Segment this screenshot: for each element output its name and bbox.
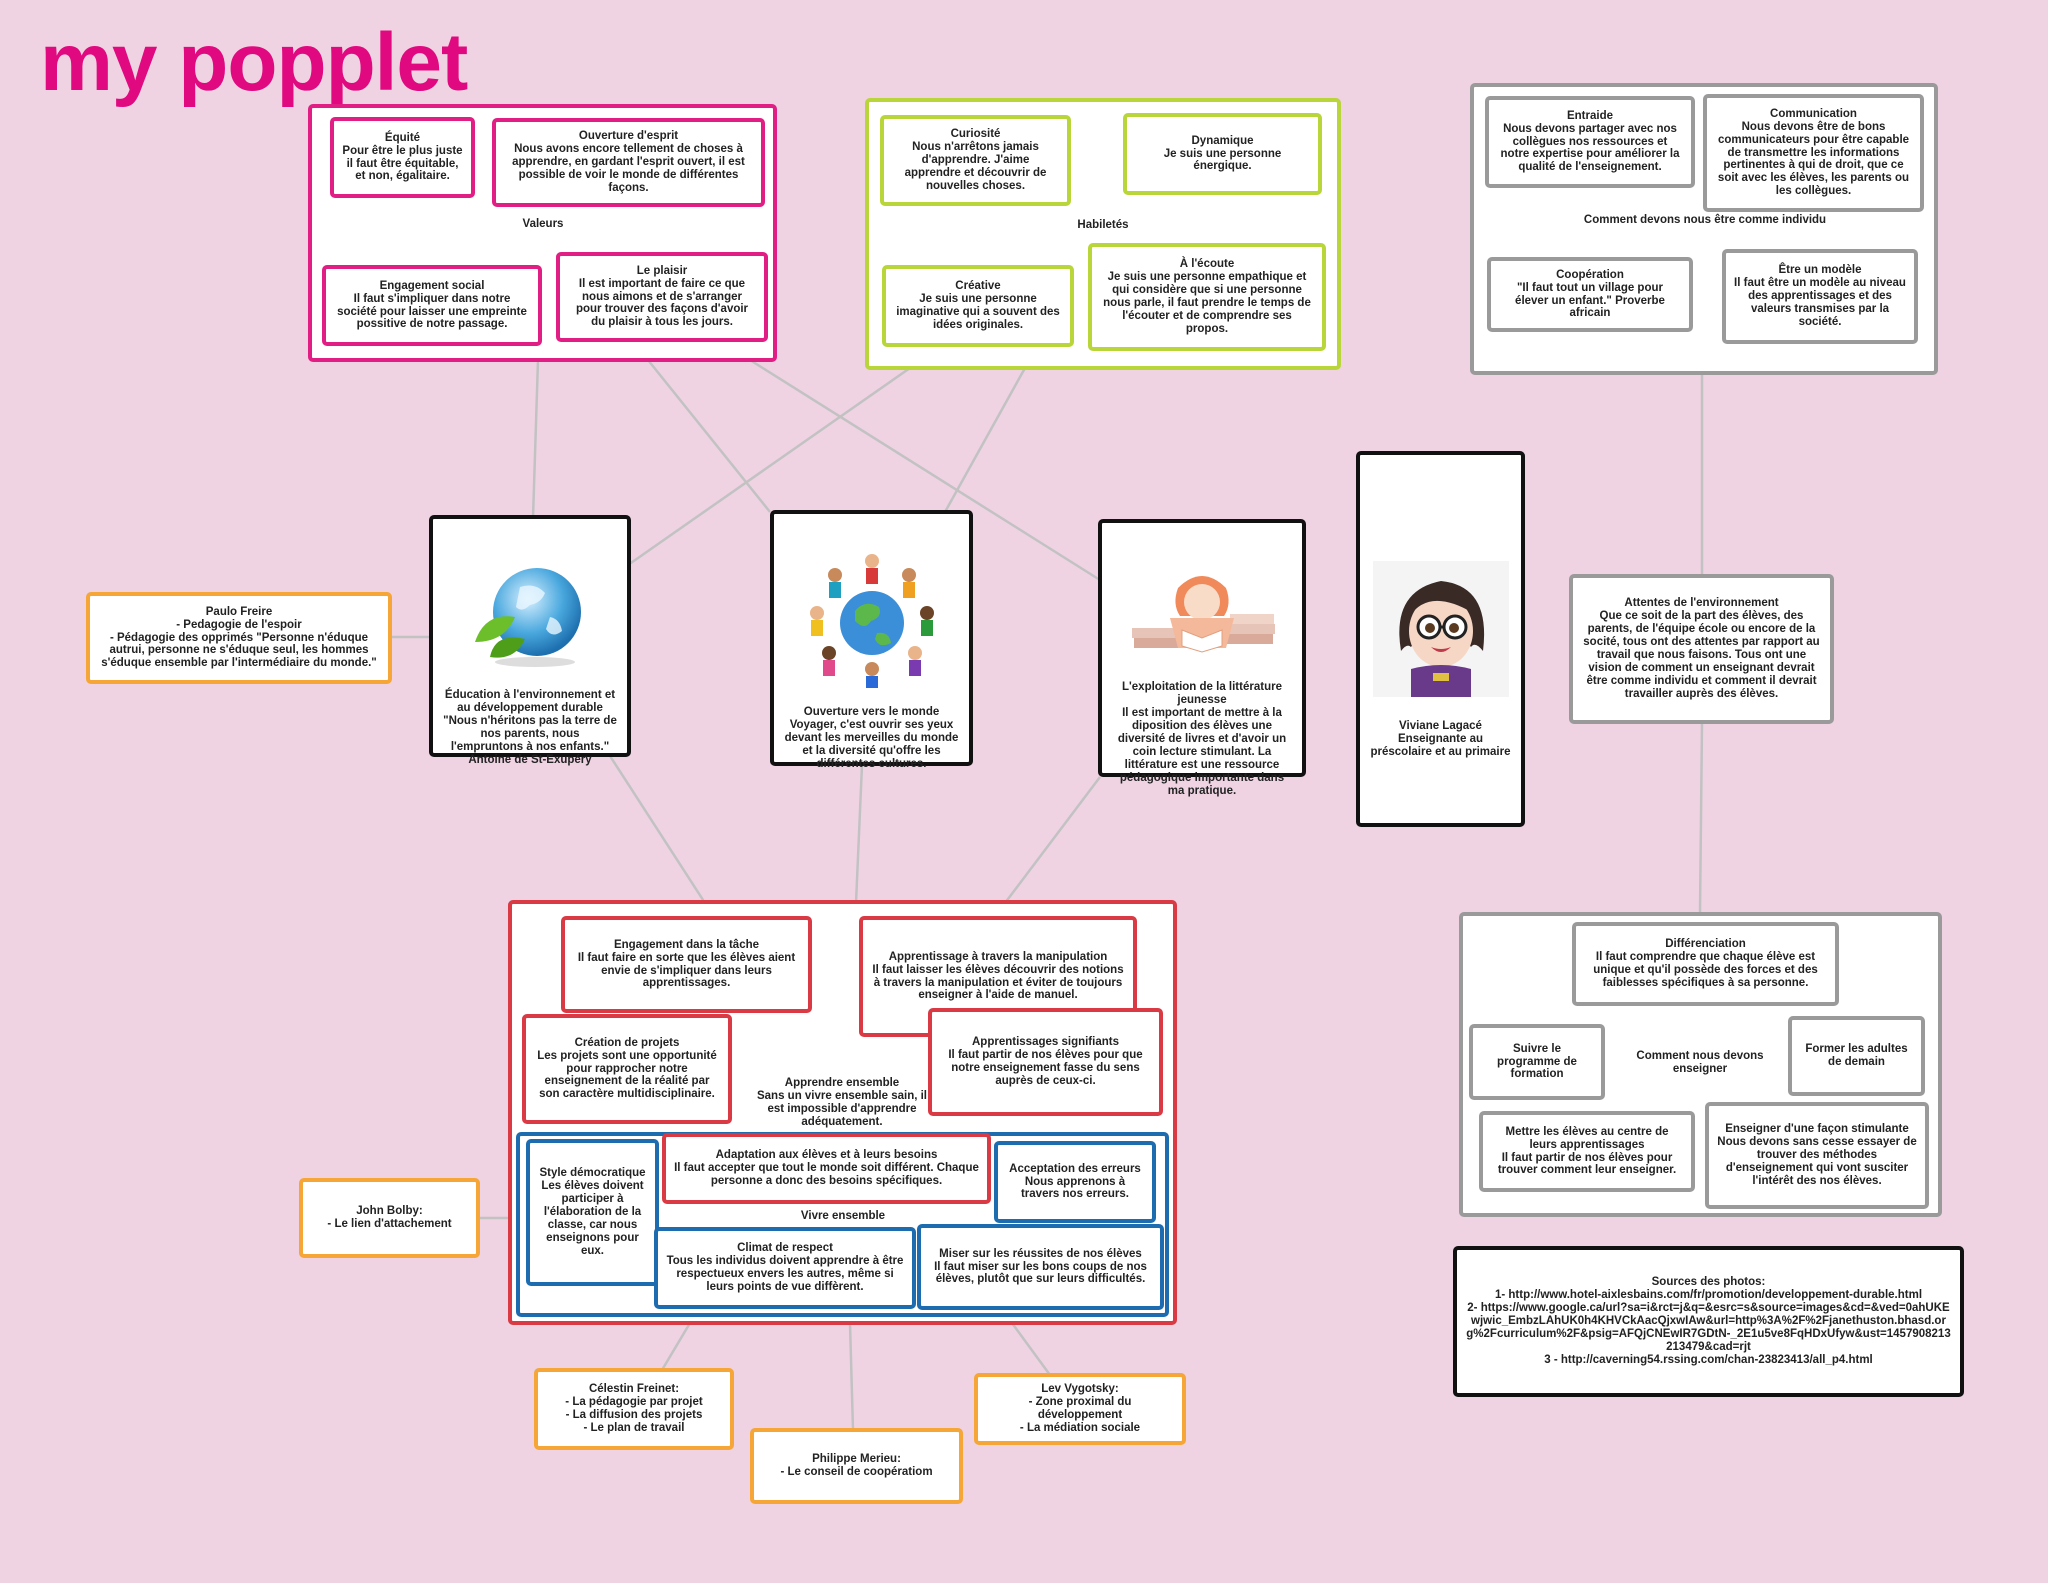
ouverture-monde-text: Ouverture vers le monde Voyager, c'est o… xyxy=(784,705,959,770)
apprendre-ensemble-label: Apprendre ensemble Sans un vivre ensembl… xyxy=(756,1077,928,1128)
connector xyxy=(608,755,707,904)
acceptation-erreurs-node[interactable]: Acceptation des erreurs Nous apprenons à… xyxy=(994,1141,1156,1223)
paulo-freire-node[interactable]: Paulo Freire - Pedagogie de l'espoir - P… xyxy=(86,592,392,684)
connector xyxy=(1004,776,1101,904)
ecoute-node[interactable]: À l'écoute Je suis une personne empathiq… xyxy=(1088,243,1326,351)
connector xyxy=(854,764,864,904)
reussites-node[interactable]: Miser sur les réussites de nos élèves Il… xyxy=(917,1224,1164,1310)
connector xyxy=(943,367,1027,513)
vivre-ensemble-label: Vivre ensemble xyxy=(800,1210,886,1222)
engagement-tache-node[interactable]: Engagement dans la tâche Il faut faire e… xyxy=(561,916,812,1013)
connector xyxy=(749,358,1101,582)
connector xyxy=(660,1322,692,1371)
individu-label: Comment devons nous être comme individu xyxy=(1583,214,1827,226)
valeurs-label: Valeurs xyxy=(522,218,564,230)
former-adultes-node[interactable]: Former les adultes de demain xyxy=(1788,1016,1925,1096)
climat-respect-node[interactable]: Climat de respect Tous les individus doi… xyxy=(654,1227,916,1309)
connector xyxy=(647,359,771,513)
connector xyxy=(1010,1322,1052,1376)
ouverture-monde-node[interactable]: Ouverture vers le monde Voyager, c'est o… xyxy=(770,510,973,770)
vygotsky-node[interactable]: Lev Vygotsky: - Zone proximal du dévelop… xyxy=(974,1373,1186,1445)
stimulante-node[interactable]: Enseigner d'une façon stimulante Nous de… xyxy=(1705,1102,1929,1209)
profile-node[interactable]: Viviane Lagacé Enseignante au préscolair… xyxy=(1356,451,1525,827)
attentes-node[interactable]: Attentes de l'environnement Que ce soit … xyxy=(1569,574,1834,724)
equite-node[interactable]: Équité Pour être le plus juste il faut ê… xyxy=(330,117,475,198)
adaptation-node[interactable]: Adaptation aux élèves et à leurs besoins… xyxy=(662,1133,991,1204)
plaisir-node[interactable]: Le plaisir Il est important de faire ce … xyxy=(556,252,768,342)
earth-globe-icon xyxy=(475,567,581,667)
style-democratique-node[interactable]: Style démocratique Les élèves doivent pa… xyxy=(526,1139,659,1286)
app-title: my popplet xyxy=(40,17,468,108)
sources-node[interactable]: Sources des photos: 1- http://www.hotel-… xyxy=(1453,1246,1964,1397)
litterature-text: L'exploitation de la littérature jeuness… xyxy=(1117,680,1287,797)
profile-text: Viviane Lagacé Enseignante au préscolair… xyxy=(1370,719,1511,758)
entraide-node[interactable]: Entraide Nous devons partager avec nos c… xyxy=(1485,96,1695,188)
suivre-programme-node[interactable]: Suivre le programme de formation xyxy=(1469,1024,1605,1100)
connector xyxy=(848,1322,855,1431)
differenciation-node[interactable]: Différenciation Il faut comprendre que c… xyxy=(1572,922,1839,1006)
freinet-node[interactable]: Célestin Freinet: - La pédagogie par pro… xyxy=(534,1368,734,1450)
connector xyxy=(1698,722,1704,914)
children-around-globe-icon xyxy=(809,553,934,688)
communication-node[interactable]: Communication Nous devons être de bons c… xyxy=(1703,94,1924,212)
ouverture-esprit-node[interactable]: Ouverture d'esprit Nous avons encore tel… xyxy=(492,118,765,207)
cooperation-node[interactable]: Coopération "Il faut tout un village pou… xyxy=(1487,257,1693,332)
litterature-node[interactable]: L'exploitation de la littérature jeuness… xyxy=(1098,519,1306,797)
bolby-node[interactable]: John Bolby: - Le lien d'attachement xyxy=(299,1178,480,1258)
connector xyxy=(627,366,911,567)
creation-projets-node[interactable]: Création de projets Les projets sont une… xyxy=(522,1014,732,1124)
teacher-avatar-icon xyxy=(1372,560,1509,697)
child-reading-books-icon xyxy=(1132,575,1275,653)
centre-apprentissages-node[interactable]: Mettre les élèves au centre de leurs app… xyxy=(1479,1111,1695,1192)
modele-node[interactable]: Être un modèle Il faut être un modèle au… xyxy=(1722,249,1918,344)
merieu-node[interactable]: Philippe Merieu: - Le conseil de coopéra… xyxy=(750,1428,963,1504)
dynamique-node[interactable]: Dynamique Je suis une personne énergique… xyxy=(1123,113,1322,195)
habiletes-label: Habiletés xyxy=(1077,219,1129,231)
apprentissages-signifiants-node[interactable]: Apprentissages signifiants Il faut parti… xyxy=(928,1008,1163,1116)
education-environnement-text: Éducation à l'environnement et au dévelo… xyxy=(443,688,617,766)
creative-node[interactable]: Créative Je suis une personne imaginativ… xyxy=(882,265,1074,347)
enseigner-label: Comment nous devons enseigner xyxy=(1636,1050,1764,1075)
curiosite-node[interactable]: Curiosité Nous n'arrêtons jamais d'appre… xyxy=(880,115,1071,206)
connector xyxy=(531,359,540,519)
education-environnement-node[interactable]: Éducation à l'environnement et au dévelo… xyxy=(429,515,631,766)
engagement-social-node[interactable]: Engagement social Il faut s'impliquer da… xyxy=(322,265,542,346)
